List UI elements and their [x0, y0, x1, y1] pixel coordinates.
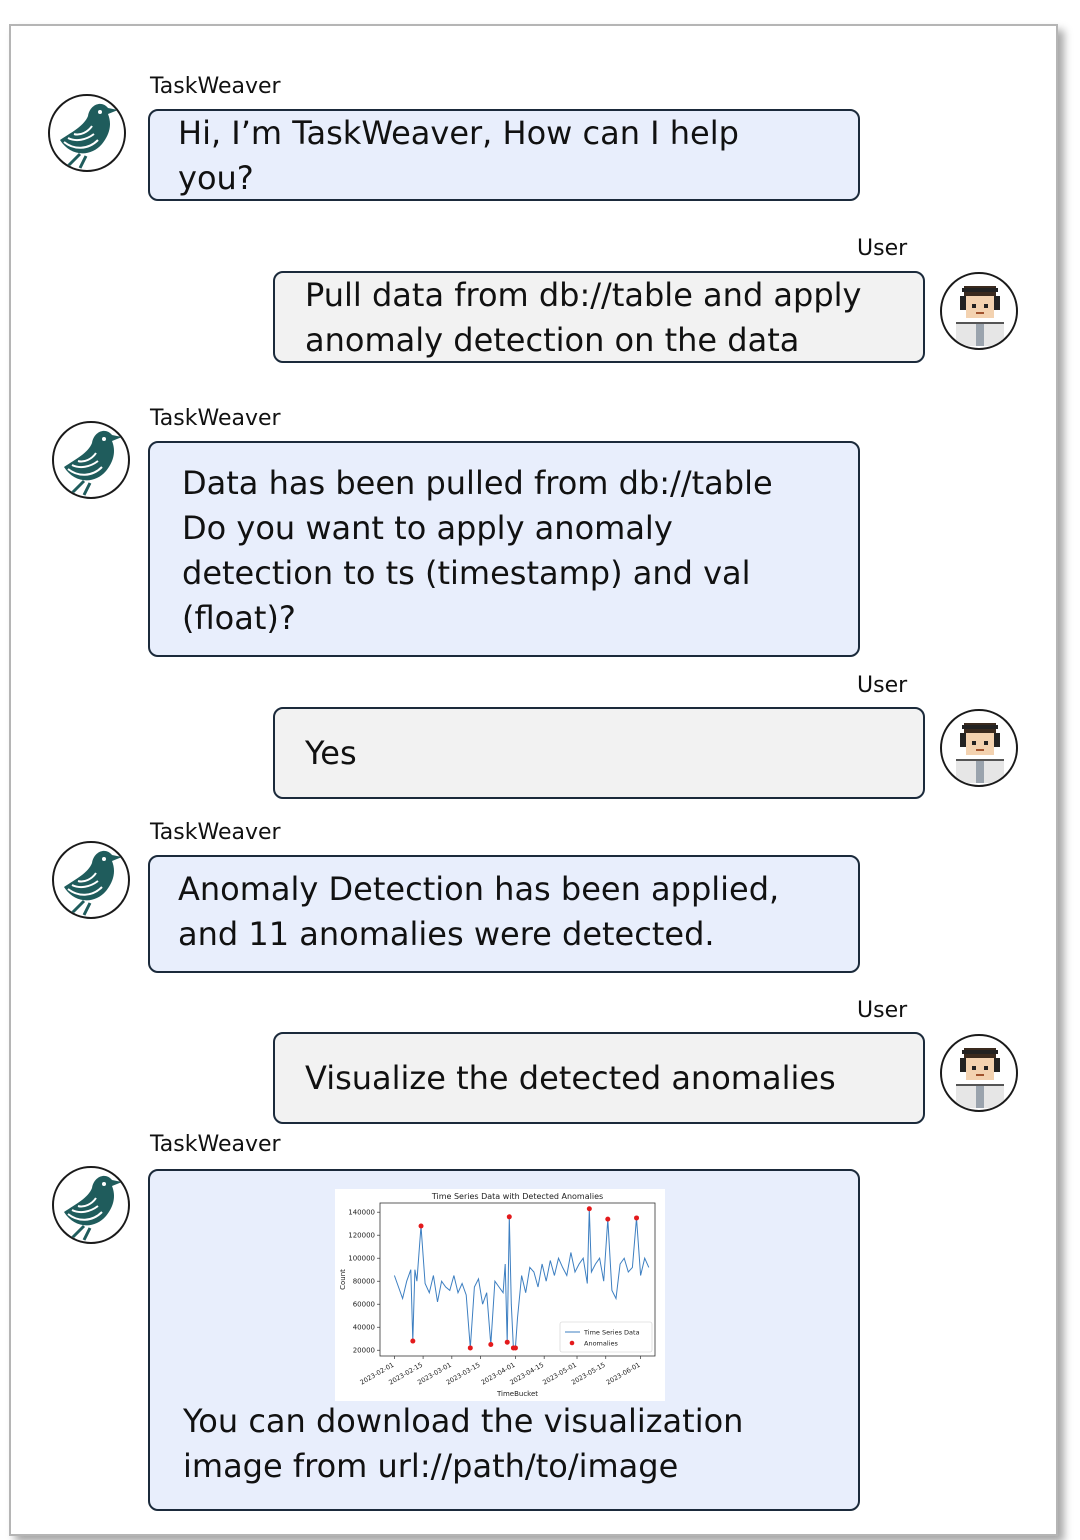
anomaly-point	[418, 1223, 424, 1229]
message-bubble-bot: Anomaly Detection has been applied, and …	[148, 855, 860, 973]
message-line: You can download the visualization	[183, 1402, 744, 1440]
message-line: Anomaly Detection has been applied,	[178, 870, 780, 908]
chat-window: TaskWeaver Hi, I’m TaskWeaver, How can I…	[9, 24, 1058, 1536]
y-tick-label: 20000	[353, 1347, 375, 1355]
y-tick-label: 140000	[348, 1209, 375, 1217]
taskweaver-avatar	[48, 94, 126, 172]
message-line: (float)?	[182, 599, 296, 637]
message-line: Hi, I’m TaskWeaver, How can I help	[178, 114, 739, 152]
bird-logo-icon	[60, 103, 118, 169]
bird-logo-icon	[64, 850, 122, 916]
message-line: Yes	[305, 733, 357, 772]
message-bubble-bot: Data has been pulled from db://table Do …	[148, 441, 860, 657]
taskweaver-avatar	[52, 421, 130, 499]
sender-name: User	[857, 998, 908, 1023]
y-tick-label: 40000	[353, 1324, 375, 1332]
message-line: Do you want to apply anomaly	[182, 509, 673, 547]
taskweaver-avatar	[52, 841, 130, 919]
y-tick-label: 80000	[353, 1278, 375, 1286]
anomaly-point	[467, 1345, 473, 1351]
y-tick-label: 60000	[353, 1301, 375, 1309]
anomaly-point	[488, 1341, 494, 1347]
message-line: anomaly detection on the data	[305, 321, 800, 359]
sender-name: TaskWeaver	[150, 74, 281, 99]
anomaly-point	[512, 1345, 518, 1351]
bird-logo-icon	[64, 430, 122, 496]
anomaly-point	[410, 1338, 416, 1344]
sender-name: User	[857, 236, 908, 261]
user-avatar	[940, 709, 1018, 787]
sender-name: User	[857, 673, 908, 698]
message-line: you?	[178, 159, 254, 197]
message-bubble-user: Pull data from db://table and apply anom…	[273, 271, 925, 363]
sender-name: TaskWeaver	[150, 820, 281, 845]
y-tick-label: 100000	[348, 1255, 375, 1263]
pixel-user-headset-icon	[956, 286, 1004, 346]
message-bubble-user: Visualize the detected anomalies	[273, 1032, 925, 1124]
legend-anomaly-swatch	[569, 1340, 575, 1346]
message-bubble-user: Yes	[273, 707, 925, 799]
plot-frame	[379, 1202, 656, 1357]
anomaly-chart: Time Series Data with Detected Anomalies…	[335, 1189, 665, 1401]
taskweaver-avatar	[52, 1166, 130, 1244]
anomaly-point	[605, 1216, 611, 1222]
message-line: image from url://path/to/image	[183, 1447, 679, 1485]
pixel-user-headset-icon	[956, 723, 1004, 783]
sender-name: TaskWeaver	[150, 1132, 281, 1157]
user-avatar	[940, 272, 1018, 350]
bird-logo-icon	[64, 1175, 122, 1241]
message-line: detection to ts (timestamp) and val	[182, 554, 751, 592]
message-bubble-bot: Time Series Data with Detected Anomalies…	[148, 1169, 860, 1511]
anomaly-point	[506, 1214, 512, 1220]
pixel-user-headset-icon	[956, 1048, 1004, 1108]
anomaly-point	[586, 1206, 592, 1212]
chart-title: Time Series Data with Detected Anomalies	[431, 1192, 603, 1201]
message-line: Visualize the detected anomalies	[305, 1058, 836, 1097]
sender-name: TaskWeaver	[150, 406, 281, 431]
anomaly-point	[634, 1215, 640, 1221]
message-bubble-bot: Hi, I’m TaskWeaver, How can I help you?	[148, 109, 860, 201]
chart-background	[335, 1189, 665, 1401]
legend-label: Time Series Data	[583, 1329, 640, 1337]
message-line: Pull data from db://table and apply	[305, 276, 862, 314]
message-line: and 11 anomalies were detected.	[178, 915, 715, 953]
y-tick-label: 120000	[348, 1232, 375, 1240]
user-avatar	[940, 1034, 1018, 1112]
message-line: Data has been pulled from db://table	[182, 464, 773, 502]
anomaly-point	[504, 1339, 510, 1345]
legend-label: Anomalies	[584, 1340, 618, 1348]
x-axis-label: TimeBucket	[496, 1390, 538, 1398]
legend-box	[559, 1321, 653, 1353]
y-axis-label: Count	[339, 1269, 347, 1290]
